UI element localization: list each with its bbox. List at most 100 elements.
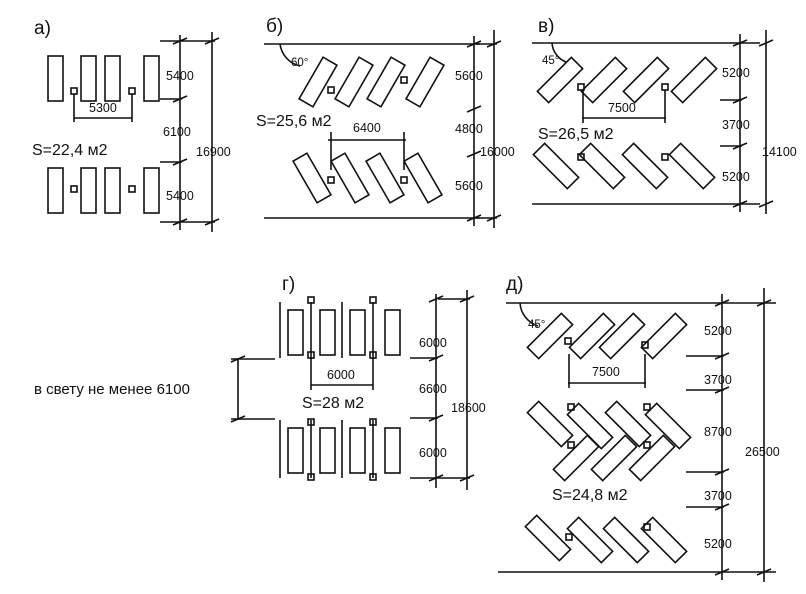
car [297, 56, 339, 108]
column [369, 418, 377, 426]
car [552, 434, 600, 482]
car [104, 55, 121, 102]
car [532, 142, 580, 190]
column [369, 473, 377, 481]
car [333, 56, 375, 108]
angle-arc [551, 42, 567, 63]
car [80, 55, 97, 102]
column [661, 153, 669, 161]
car [602, 516, 650, 564]
car [329, 152, 371, 204]
column [567, 441, 575, 449]
dim-total: 18600 [451, 401, 486, 415]
car [319, 309, 336, 356]
car [143, 167, 160, 214]
column [307, 473, 315, 481]
dim-row-bottom: 5400 [166, 189, 194, 203]
column [327, 176, 335, 184]
dim-row-top: 5600 [455, 69, 483, 83]
car [590, 434, 638, 482]
car [384, 427, 401, 474]
column [307, 296, 315, 304]
dim-row-bottom: 5200 [722, 170, 750, 184]
angle-arc [519, 302, 539, 327]
dim-row-bottom: 5600 [455, 179, 483, 193]
car [364, 152, 406, 204]
column [70, 87, 78, 95]
car [287, 309, 304, 356]
column [565, 533, 573, 541]
car [628, 434, 676, 482]
clear-span-note: в свету не менее 6100 [34, 381, 190, 398]
car [47, 167, 64, 214]
dim-row-2: 5200 [704, 537, 732, 551]
column [70, 185, 78, 193]
car [80, 167, 97, 214]
dim-aisle: 6100 [163, 125, 191, 139]
dim-row-1: 5200 [704, 324, 732, 338]
car [578, 142, 626, 190]
car [104, 167, 121, 214]
column [661, 83, 669, 91]
panel-a-label: а) [34, 18, 51, 39]
column [400, 176, 408, 184]
car [349, 309, 366, 356]
car [621, 142, 669, 190]
car [143, 55, 160, 102]
column [564, 337, 572, 345]
car [526, 312, 574, 360]
angle-arc [279, 43, 301, 67]
car [47, 55, 64, 102]
angle-label: 60° [291, 57, 308, 69]
car [365, 56, 407, 108]
column [369, 296, 377, 304]
dim-row-top: 5400 [166, 69, 194, 83]
car [670, 56, 718, 104]
dim-column-spacing: 7500 [608, 101, 636, 115]
column [128, 87, 136, 95]
car [640, 312, 688, 360]
column [643, 441, 651, 449]
column [400, 76, 408, 84]
column [567, 403, 575, 411]
area-label: S=25,6 м2 [256, 113, 332, 130]
car [622, 56, 670, 104]
car [604, 400, 652, 448]
car [598, 312, 646, 360]
car [580, 56, 628, 104]
dim-column-spacing: 5300 [89, 101, 117, 115]
car [524, 514, 572, 562]
dim-column-spacing: 6400 [353, 121, 381, 135]
column [327, 86, 335, 94]
area-label: S=28 м2 [302, 395, 364, 412]
column [643, 523, 651, 531]
panel-d: д) 45° 7500 S=24,8 м2 [498, 274, 780, 582]
area-label: S=26,5 м2 [538, 126, 614, 143]
dim-row-bottom: 6000 [419, 446, 447, 460]
column [641, 341, 649, 349]
car [644, 402, 692, 450]
dim-aisle-1: 3700 [704, 373, 732, 387]
dim-aisle: 4800 [455, 122, 483, 136]
car [287, 427, 304, 474]
dim-column-spacing: 7500 [592, 365, 620, 379]
column [643, 403, 651, 411]
dim-aisle: 6600 [419, 382, 447, 396]
dim-row-top: 6000 [419, 336, 447, 350]
dim-column-spacing: 6000 [327, 368, 355, 382]
panel-a: а) 5300 S=22,4 м2 5400 6100 5400 16900 [32, 18, 231, 232]
dim-aisle: 3700 [722, 118, 750, 132]
panel-v: в) 45° 7500 S=26,5 м2 5200 3700 5200 141… [532, 16, 797, 214]
car [640, 516, 688, 564]
car [568, 312, 616, 360]
panel-d-label: д) [506, 274, 523, 295]
panel-b-label: б) [266, 16, 283, 37]
dim-middle: 8700 [704, 425, 732, 439]
dim-total: 16000 [480, 145, 515, 159]
column [577, 83, 585, 91]
car [536, 56, 584, 104]
car [566, 516, 614, 564]
column [577, 153, 585, 161]
car [291, 152, 333, 204]
